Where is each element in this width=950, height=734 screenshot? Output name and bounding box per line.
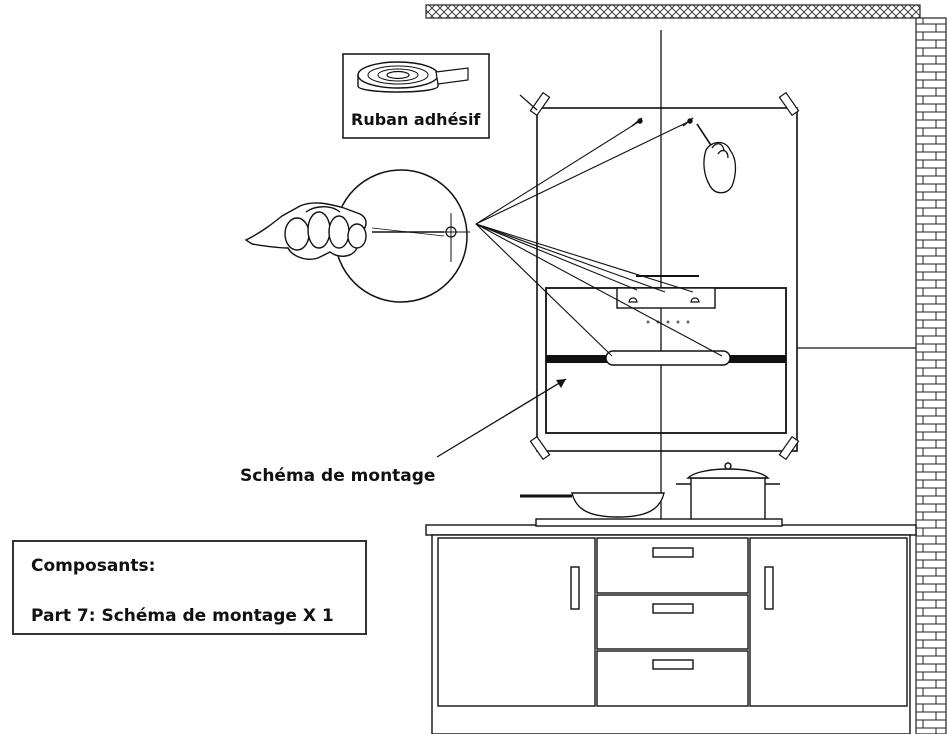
mounting-template-sheet	[529, 91, 800, 461]
diagram-label: Schéma de montage	[240, 466, 435, 486]
adhesive-tape-roll-icon	[342, 53, 538, 139]
hand-with-pencil-icon	[696, 123, 737, 194]
countertop	[425, 518, 917, 536]
hand-with-screwdriver-icon	[244, 202, 367, 260]
hood-outline	[545, 275, 787, 434]
frying-pan	[520, 492, 665, 518]
brick-wall	[915, 17, 947, 734]
tape-label: Ruban adhésif	[351, 110, 481, 129]
marked-drill-points	[631, 117, 694, 127]
components-part-line: Part 7: Schéma de montage X 1	[31, 606, 334, 626]
components-title: Composants:	[31, 556, 156, 576]
diagram-label-arrow	[436, 378, 567, 458]
components-box: Composants: Part 7: Schéma de montage X …	[12, 540, 367, 635]
ceiling	[425, 4, 921, 19]
drill-guide-lines	[475, 120, 723, 357]
cooking-pot	[676, 462, 780, 521]
base-cabinets	[431, 534, 911, 734]
